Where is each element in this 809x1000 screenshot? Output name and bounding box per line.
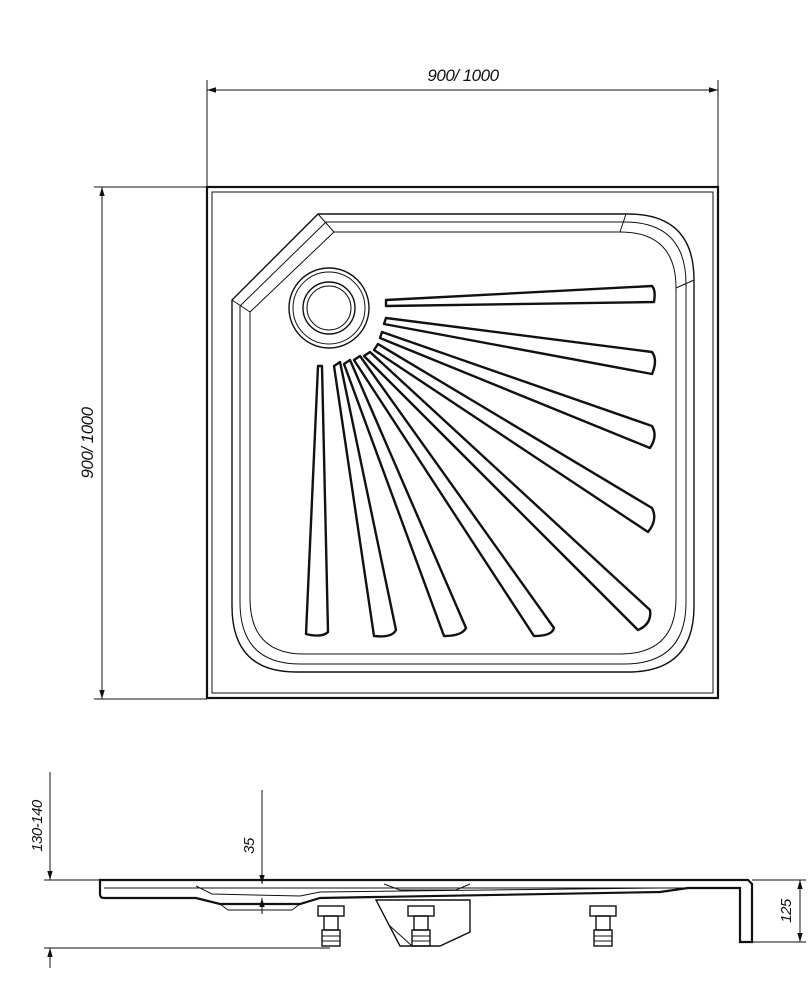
leg bbox=[589, 905, 617, 947]
width-label: 900/ 1000 bbox=[427, 66, 499, 85]
side-height-dimension: 125 bbox=[752, 879, 806, 943]
rib bbox=[352, 354, 556, 638]
length-label: 900/ 1000 bbox=[78, 406, 97, 478]
length-dimension: 900/ 1000 bbox=[78, 186, 207, 700]
width-dimension: 900/ 1000 bbox=[206, 66, 719, 186]
anti-slip-ribs bbox=[304, 284, 657, 638]
drain-icon bbox=[288, 267, 370, 349]
side-height-label: 125 bbox=[778, 898, 795, 923]
rib bbox=[378, 330, 656, 450]
tray-outline bbox=[205, 185, 720, 700]
rib bbox=[382, 316, 657, 376]
tray-profile bbox=[98, 878, 754, 944]
rib bbox=[372, 342, 656, 534]
leg bbox=[407, 905, 435, 947]
height-dimension: 130-140 bbox=[29, 772, 330, 968]
rib bbox=[362, 350, 652, 632]
basin-outer-edge bbox=[231, 213, 695, 673]
leg bbox=[317, 905, 345, 947]
depth-label: 35 bbox=[241, 837, 258, 854]
rib bbox=[304, 364, 330, 637]
support-legs bbox=[317, 905, 617, 947]
depth-dimension: 35 bbox=[241, 790, 265, 914]
rib bbox=[332, 360, 398, 638]
rib bbox=[342, 358, 468, 638]
rib bbox=[384, 284, 656, 308]
height-label: 130-140 bbox=[29, 799, 46, 852]
top-view: 900/ 1000 900/ 1000 bbox=[78, 66, 720, 700]
drain-housing bbox=[374, 899, 471, 947]
side-view: 130-140 35 125 bbox=[29, 772, 806, 968]
